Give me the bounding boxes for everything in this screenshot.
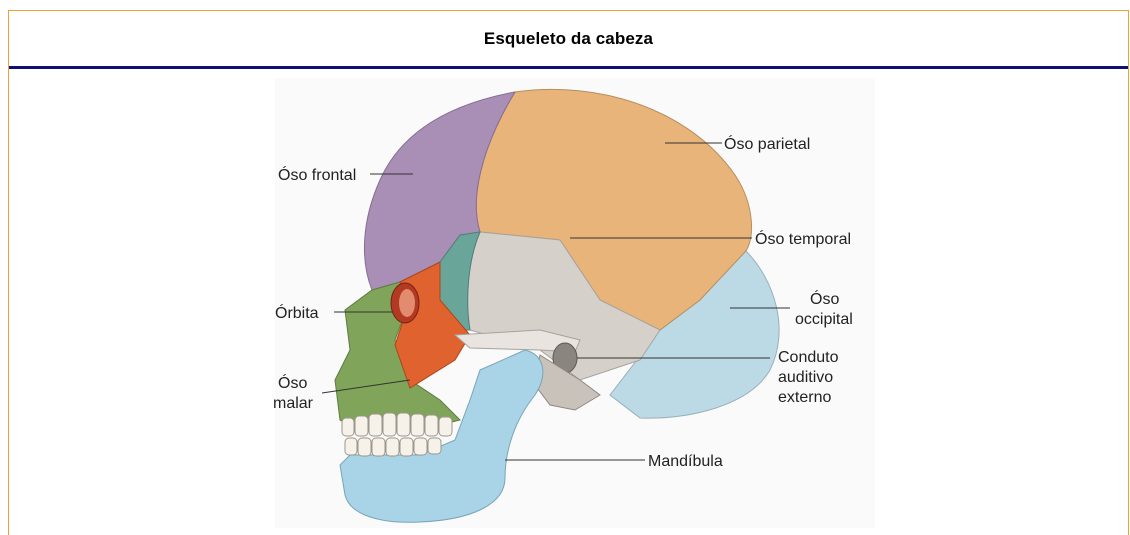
label-parietal: Óso parietal (724, 134, 810, 153)
label-mandibula: Mandíbula (648, 453, 723, 470)
mandible (339, 349, 544, 523)
leader-malar (321, 379, 411, 394)
label-orbita: Órbita (275, 303, 319, 322)
leader-lines (321, 142, 790, 461)
orbit-inner (399, 289, 415, 317)
label-conduto-line1: Conduto (778, 349, 839, 366)
title-bar: Esqueleto da cabeza (9, 11, 1128, 69)
frontal-bone (364, 91, 517, 291)
label-occipital-line2: occipital (795, 311, 853, 328)
label-malar-line1: Óso (278, 373, 307, 392)
figure-title: Esqueleto da cabeza (483, 28, 654, 48)
label-temporal: Óso temporal (755, 229, 851, 248)
label-occipital-line1: Óso (810, 289, 839, 308)
figure-frame: Esqueleto da cabeza (8, 10, 1129, 535)
label-conduto-line2: auditivo (778, 369, 833, 386)
label-malar-line2: malar (273, 395, 314, 412)
label-conduto-line3: externo (778, 389, 831, 406)
label-frontal: Óso frontal (278, 165, 356, 184)
occipital-bone (609, 249, 780, 419)
teeth (341, 412, 453, 457)
